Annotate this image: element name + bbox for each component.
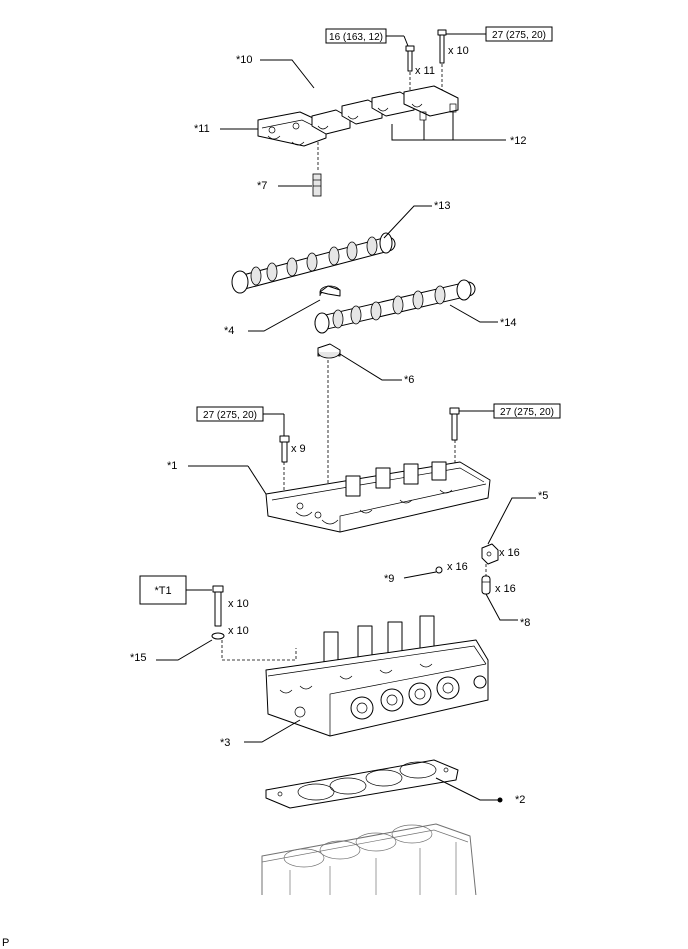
qty-washer: x 10 [228,625,249,637]
label-1: *1 [167,460,177,472]
cylinder-head-gasket-2 [265,759,459,809]
qty-top-left-bolt: x 11 [415,65,435,77]
valve-lifter-5 [481,543,499,565]
label-t1: *T1 [154,585,171,597]
torque-mid-right-text: 27 (275, 20) [500,407,554,418]
label-6: *6 [404,374,414,386]
label-11: *11 [194,123,210,135]
camshaft-bearing-cap-bolt-long [437,29,447,64]
qty-top-right-bolt: x 10 [448,45,469,57]
camshaft-bearing-6 [317,343,341,359]
qty-item8: x 16 [495,583,516,595]
label-13: *13 [434,200,451,212]
label-9: *9 [384,573,394,585]
cylinder-block [261,823,477,897]
label-14: *14 [500,317,517,329]
torque-mid-left-text: 27 (275, 20) [203,410,257,421]
label-8: *8 [520,617,530,629]
mid-bolt-left [279,435,290,463]
label-2: *2 [515,794,525,806]
cylinder-head-3 [265,615,489,737]
camshaft-bearing-cap-11 [257,111,327,147]
qty-item9: x 16 [447,561,468,573]
new-part-marker-icon [497,797,503,803]
torque-box-top-right: 27 (275, 20) [485,26,553,42]
camshaft-13 [231,232,396,294]
label-3: *3 [220,737,230,749]
figure-code: P [2,937,9,949]
label-10: *10 [236,54,253,66]
tool-callout-t1: *T1 [139,575,187,605]
qty-item5: x 16 [499,547,520,559]
camshaft-bearing-4 [319,285,341,297]
label-12: *12 [510,135,527,147]
torque-box-top-left: 16 (163, 12) [325,28,387,44]
camshaft-housing-1 [265,461,491,533]
label-4: *4 [224,325,234,337]
label-7: *7 [257,180,267,192]
camshaft-14 [314,279,476,334]
camshaft-bearing-cap-12 [371,85,459,121]
qty-mid-left-bolt: x 9 [291,443,306,455]
torque-top-right-text: 27 (275, 20) [492,30,546,41]
straight-pin-7 [312,173,322,197]
label-15: *15 [130,652,147,664]
plate-washer-15 [211,632,225,640]
cylinder-head-bolt [212,585,224,627]
torque-top-left-text: 16 (163, 12) [329,32,383,43]
qty-head-bolt: x 10 [228,598,249,610]
torque-box-mid-left: 27 (275, 20) [196,406,264,422]
camshaft-bearing-cap-bolt-short [405,45,415,72]
valve-seal-9 [435,566,443,574]
label-5: *5 [538,490,548,502]
mid-bolt-right [449,407,460,441]
valve-lash-adjuster-8 [481,575,491,595]
torque-box-mid-right: 27 (275, 20) [493,403,561,419]
